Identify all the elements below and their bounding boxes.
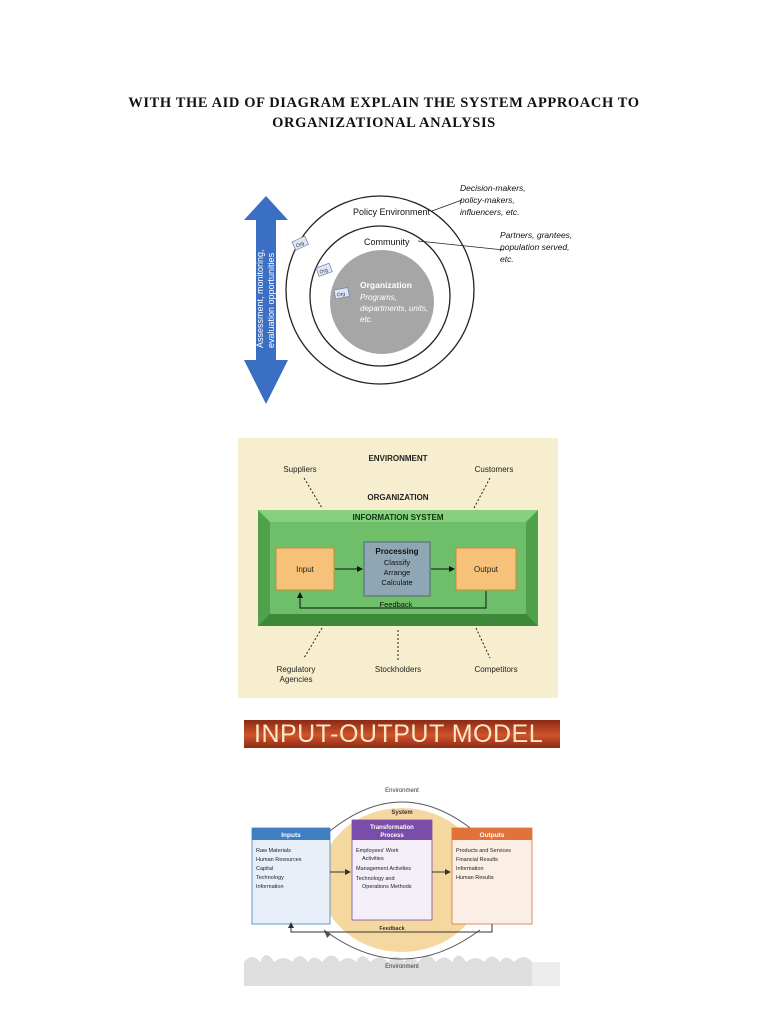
inputs-header bbox=[252, 828, 330, 840]
feedback-label: Feedback bbox=[379, 926, 405, 932]
transformation-item: Activities bbox=[362, 856, 384, 862]
system-label: System bbox=[391, 810, 412, 816]
output-box bbox=[455, 547, 517, 591]
svg-text:Org: Org bbox=[319, 267, 329, 276]
outputs-header bbox=[452, 828, 532, 840]
svg-text:Org: Org bbox=[336, 291, 345, 298]
environment-top-label: Environment bbox=[385, 788, 419, 794]
svg-text:Org: Org bbox=[295, 240, 305, 249]
ring-tag-1: Org bbox=[291, 235, 309, 251]
environment-arc-top bbox=[323, 801, 481, 837]
regulatory-label-1: Regulatory bbox=[277, 665, 316, 674]
output-label: Output bbox=[474, 565, 499, 574]
inputs-item: Human Resources bbox=[256, 857, 302, 863]
inputs-item: Capital bbox=[256, 866, 273, 872]
input-output-model-figure: INPUT-OUTPUT MODEL Environment Environme… bbox=[244, 720, 560, 986]
transformation-item: Operations Methods bbox=[362, 884, 412, 890]
input-label: Input bbox=[296, 565, 315, 574]
community-label: Community bbox=[364, 237, 410, 247]
transformation-to-outputs-arrow bbox=[445, 869, 451, 875]
callout-2-leader bbox=[417, 240, 505, 251]
organization-sub-2: departments, units, bbox=[360, 304, 428, 313]
transformation-item: Employees' Work bbox=[356, 848, 399, 854]
transformation-item: Technology and bbox=[356, 876, 395, 882]
organization-circle bbox=[330, 250, 434, 354]
arrange-label: Arrange bbox=[384, 568, 411, 577]
policy-environment-ring bbox=[285, 195, 475, 385]
transformation-header-line-2: Process bbox=[380, 833, 404, 839]
transformation-item: Management Activities bbox=[356, 866, 411, 872]
input-to-processing-arrow bbox=[357, 566, 363, 572]
policy-environment-label: Policy Environment bbox=[353, 207, 431, 217]
customers-arrow bbox=[473, 477, 491, 509]
callout-1-leader bbox=[431, 199, 463, 212]
processing-to-output-arrow bbox=[449, 566, 455, 572]
organization-sub-3: etc. bbox=[360, 315, 373, 324]
input-box bbox=[275, 547, 335, 591]
organization-label: ORGANIZATION bbox=[367, 493, 428, 502]
inputs-item: Information bbox=[256, 884, 284, 890]
stockholders-label: Stockholders bbox=[375, 665, 421, 674]
io-model-banner: INPUT-OUTPUT MODEL bbox=[244, 720, 560, 748]
suppliers-arrow bbox=[303, 477, 323, 509]
classify-label: Classify bbox=[384, 558, 411, 567]
callout-1-line-3: influencers, etc. bbox=[460, 207, 520, 217]
competitors-arrow bbox=[475, 627, 491, 659]
feedback-loop bbox=[299, 591, 487, 609]
outputs-header-label: Outputs bbox=[480, 832, 505, 839]
regulatory-arrow bbox=[303, 627, 323, 659]
information-system-label: INFORMATION SYSTEM bbox=[353, 513, 444, 522]
arrow-label-line-2: evaluation opportunities bbox=[266, 252, 276, 348]
calculate-label: Calculate bbox=[381, 578, 412, 587]
ring-tag-3: Org bbox=[333, 287, 350, 300]
regulatory-label-2: Agencies bbox=[280, 675, 313, 684]
processing-label: Processing bbox=[375, 547, 418, 556]
inputs-item: Technology bbox=[256, 875, 284, 881]
callout-2-line-1: Partners, grantees, bbox=[500, 230, 572, 240]
outputs-item: Human Results bbox=[456, 875, 494, 881]
transformation-header-line-1: Transformation bbox=[370, 825, 414, 831]
organization-label: Organization bbox=[360, 280, 412, 290]
information-system-diagram: ENVIRONMENT ORGANIZATION Suppliers Custo… bbox=[238, 438, 558, 698]
inputs-item: Raw Materials bbox=[256, 848, 291, 854]
environment-bottom-label: Environment bbox=[385, 964, 419, 970]
assessment-arrow bbox=[244, 196, 288, 404]
system-circles-diagram: Assessment, monitoring, evaluation oppor… bbox=[244, 183, 572, 404]
feedback-label: Feedback bbox=[380, 600, 413, 609]
outputs-item: Financial Results bbox=[456, 857, 498, 863]
outputs-item: Products and Services bbox=[456, 848, 511, 854]
inputs-to-transformation-arrow bbox=[345, 869, 351, 875]
community-ring bbox=[309, 225, 451, 367]
callout-2-line-3: etc. bbox=[500, 254, 514, 264]
competitors-label: Competitors bbox=[474, 665, 517, 674]
transformation-header bbox=[352, 820, 432, 840]
ring-tag-2: Org bbox=[315, 262, 333, 277]
outputs-box bbox=[451, 827, 533, 925]
organization-sub-1: Programs, bbox=[360, 293, 397, 302]
suppliers-label: Suppliers bbox=[283, 465, 316, 474]
outputs-item: Information bbox=[456, 866, 484, 872]
environment-arc-bottom bbox=[323, 929, 481, 960]
processing-box bbox=[363, 541, 431, 597]
organization-frame-bevel bbox=[258, 510, 538, 522]
callout-1-line-2: policy-makers, bbox=[459, 195, 515, 205]
page-title-line-2: ORGANIZATIONAL ANALYSIS bbox=[272, 115, 496, 131]
environment-label: ENVIRONMENT bbox=[368, 454, 427, 463]
callout-1-line-1: Decision-makers, bbox=[460, 183, 526, 193]
page-title-line-1: WITH THE AID OF DIAGRAM EXPLAIN THE SYST… bbox=[128, 95, 640, 111]
callout-2-line-2: population served, bbox=[499, 242, 569, 252]
arrow-label-line-1: Assessment, monitoring, bbox=[255, 249, 265, 348]
inputs-header-label: Inputs bbox=[281, 832, 301, 839]
customers-label: Customers bbox=[475, 465, 514, 474]
io-model-banner-title: INPUT-OUTPUT MODEL bbox=[254, 720, 544, 748]
